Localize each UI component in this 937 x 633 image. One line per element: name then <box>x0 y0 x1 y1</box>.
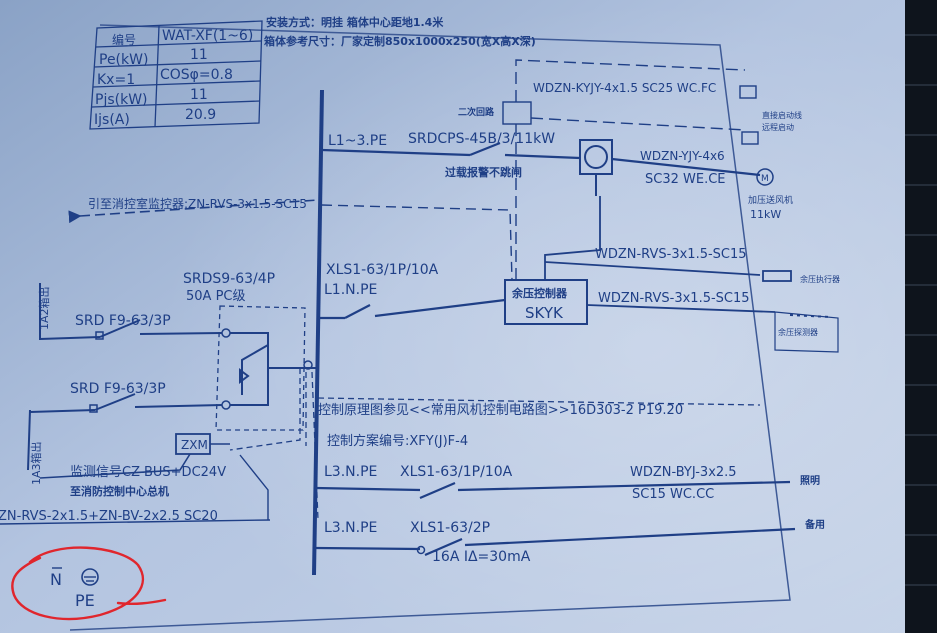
motor-icon <box>756 168 774 186</box>
main-cable: WDZN-YJY-4x6 <box>640 149 725 163</box>
zxm-bus-cable: ZN-RVS-2x1.5+ZN-BV-2x2.5 SC20 <box>0 509 218 524</box>
table-label-0: 编号 <box>112 32 136 47</box>
lighting-phase: L3.N.PE <box>324 464 377 480</box>
secondary-cable: WDZN-KYJY-4x1.5 SC25 WC.FC <box>533 81 716 95</box>
fire-control-label: 引至消控室监控器:ZN-RVS-3x1.5-SC15 <box>88 196 307 211</box>
fan-power: 11kW <box>750 208 781 221</box>
main-breaker-note: 过载报警不跳闸 <box>445 165 522 179</box>
bus-label: L1~3.PE <box>328 133 387 149</box>
control-feeder <box>318 298 506 320</box>
isolator-label: SRDS9-63/4P <box>183 271 275 287</box>
contactor-coil-icon <box>584 145 608 169</box>
legend-pe: PE <box>75 591 95 610</box>
spare-feeder <box>315 527 796 557</box>
main-conduit: SC32 WE.CE <box>645 172 726 187</box>
motor-symbol: M <box>761 174 769 184</box>
scheme-note: 控制方案编号:XFY(J)F-4 <box>327 433 468 449</box>
size-note: 箱体参考尺寸：厂家定制850x1000x250(宽X高X深) <box>264 34 536 48</box>
main-breaker-label: SRDCPS-45B/3/11kW <box>408 131 555 147</box>
lighting-feeder <box>315 480 791 500</box>
controller-target-2: 余压探测器 <box>778 327 818 337</box>
binder-strip <box>905 0 937 633</box>
table-value-4: 20.9 <box>185 107 216 123</box>
table-label-2: Kx=1 <box>97 72 135 88</box>
left-feeder-0-side: 1A2箱出 <box>37 286 51 330</box>
left-feeder-1-side: 1A3箱出 <box>29 441 43 485</box>
main-bus <box>312 89 324 576</box>
secondary-right-1: 远程启动 <box>762 122 794 132</box>
table-label-1: Pe(kW) <box>99 52 148 68</box>
spare-load: 备用 <box>804 518 825 531</box>
install-note: 安装方式：明挂 箱体中心距地1.4米 <box>266 15 444 29</box>
spare-rating: 16A IΔ=30mA <box>432 549 531 565</box>
spare-breaker: XLS1-63/2P <box>410 520 490 536</box>
legend-n: N <box>50 570 62 589</box>
left-feeder-lines <box>27 283 223 471</box>
isolator-rating: 50A PC级 <box>186 289 245 304</box>
table-value-3: 11 <box>190 87 208 103</box>
zxm-bus-note2: 至消防控制中心总机 <box>70 484 169 498</box>
controller-target-1: 余压执行器 <box>800 274 840 284</box>
spare-phase: L3.N.PE <box>324 520 377 536</box>
lighting-breaker: XLS1-63/1P/10A <box>400 464 513 480</box>
zxm-label: ZXM <box>181 438 208 452</box>
fan-label: 加压送风机 <box>748 194 793 206</box>
isolator-dashed-box <box>215 305 306 431</box>
table-value-1: 11 <box>190 47 208 63</box>
fire-control-line <box>68 199 319 224</box>
load-table <box>89 20 263 130</box>
table-label-3: Pjs(kW) <box>95 92 148 108</box>
lighting-cable: WDZN-BYJ-3x2.5 <box>630 465 737 480</box>
left-feeder-0-label: SRD F9-63/3P <box>75 313 171 329</box>
red-annotation-circle <box>11 546 167 621</box>
secondary-right-0: 直接启动线 <box>762 110 802 120</box>
pressure-controller-box <box>504 279 588 325</box>
pressure-controller-label: 余压控制器 <box>511 286 568 300</box>
control-ref-note: 控制原理图参见<<常用风机控制电路图>>16D303-2 P19.20 <box>318 402 683 418</box>
main-feeder <box>321 141 761 177</box>
zxm-bus-note: 监测信号CZ-BUS+DC24V <box>70 465 226 480</box>
controller-cable-1: WDZN-RVS-3x1.5-SC15 <box>595 247 747 262</box>
secondary-circuit <box>502 59 759 280</box>
pressure-controller-code: SKYK <box>525 304 564 322</box>
controller-cable-2: WDZN-RVS-3x1.5-SC15 <box>598 291 750 306</box>
secondary-label: 二次回路 <box>458 106 495 118</box>
lighting-conduit: SC15 WC.CC <box>632 487 714 502</box>
left-feeder-1-label: SRD F9-63/3P <box>70 381 166 397</box>
frame-border <box>69 24 791 631</box>
table-label-4: Ijs(A) <box>94 112 130 128</box>
control-breaker-label: XLS1-63/1P/10A <box>326 262 439 278</box>
table-value-0: WAT-XF(1~6) <box>162 28 253 44</box>
ground-icon <box>81 568 99 586</box>
table-value-2: COSφ=0.8 <box>160 67 233 83</box>
control-breaker-phase: L1.N.PE <box>324 282 377 298</box>
lighting-load: 照明 <box>800 475 820 487</box>
